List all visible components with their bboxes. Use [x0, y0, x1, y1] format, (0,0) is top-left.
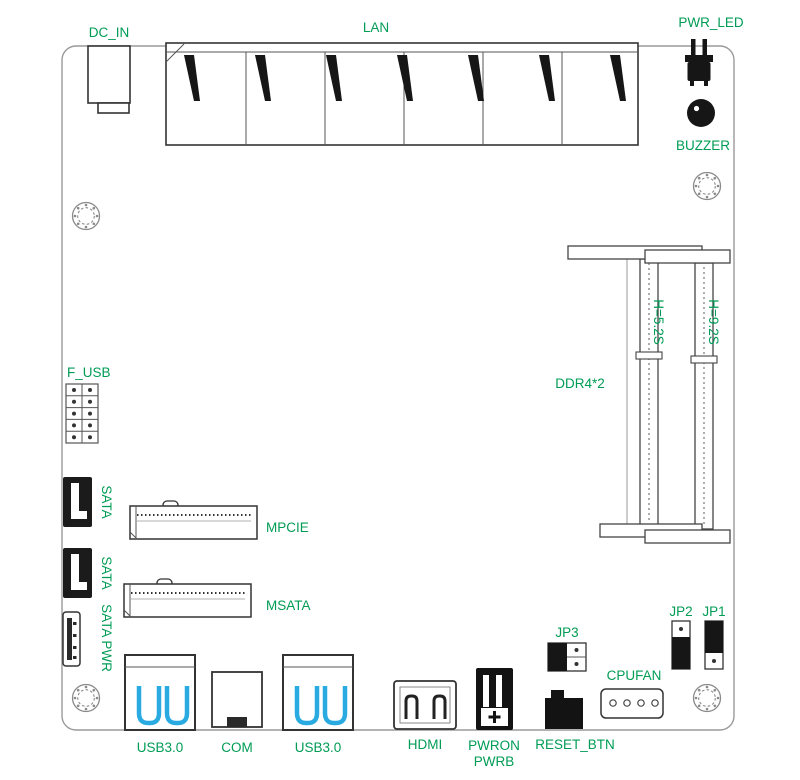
sata-connector-2	[63, 548, 92, 598]
board-outline	[61, 45, 735, 731]
f-usb-label: F_USB	[67, 365, 111, 380]
sata-connector-1	[63, 477, 92, 527]
usb3-tongue	[322, 686, 348, 726]
jp2-jumper	[671, 620, 691, 670]
f-usb-header	[65, 383, 99, 444]
lan-latch-mark	[255, 55, 271, 101]
cpufan-header	[600, 688, 664, 719]
jp1-label: JP1	[702, 604, 725, 619]
mounting-hole	[692, 683, 722, 713]
jp3-label: JP3	[555, 625, 578, 640]
mounting-hole	[692, 171, 722, 201]
lan-label: LAN	[363, 20, 389, 35]
usb3-port-left	[124, 654, 196, 731]
usb3-tongue	[136, 686, 162, 726]
mpcie-label: MPCIE	[266, 520, 309, 535]
sata-pwr-label: SATA PWR	[99, 604, 114, 672]
mounting-hole	[71, 201, 101, 231]
ddr4-slots	[567, 245, 731, 544]
dc-in-label: DC_IN	[89, 25, 130, 40]
lan-latch-mark	[468, 55, 484, 101]
pwron-connector	[476, 668, 513, 730]
reset-button-component	[545, 690, 583, 729]
jp3-jumper	[547, 642, 587, 672]
usb3-label-right: USB3.0	[295, 740, 342, 755]
hdmi-label: HDMI	[408, 737, 443, 752]
com-port	[211, 671, 263, 728]
mpcie-slot	[129, 500, 258, 540]
buzzer-label: BUZZER	[676, 138, 730, 153]
lan-port-block	[165, 42, 639, 146]
lan-latch-mark	[326, 55, 342, 101]
dc-in-connector	[87, 45, 131, 114]
ddr4-label: DDR4*2	[555, 376, 605, 391]
pwrb-label: PWRB	[474, 754, 515, 769]
jp1-jumper	[704, 620, 724, 670]
sata-label-2: SATA	[99, 556, 114, 589]
hdmi-port	[393, 680, 457, 730]
ddr4-height-label-2: H=9.2S	[706, 299, 721, 344]
msata-label: MSATA	[266, 598, 311, 613]
sata-label-1: SATA	[99, 485, 114, 518]
usb3-tongue	[164, 686, 190, 726]
lan-latch-mark	[539, 55, 555, 101]
cpufan-label: CPUFAN	[607, 668, 662, 683]
pwr-led-label: PWR_LED	[678, 15, 744, 30]
jp2-label: JP2	[669, 604, 692, 619]
lan-latch-mark	[184, 55, 200, 101]
mounting-hole	[71, 683, 101, 713]
sata-pwr-connector	[62, 611, 81, 667]
msata-slot	[123, 578, 252, 618]
com-label: COM	[221, 740, 253, 755]
buzzer-component	[687, 99, 715, 127]
usb3-label-left: USB3.0	[137, 740, 184, 755]
usb3-tongue	[294, 686, 320, 726]
usb3-port-right	[282, 654, 354, 731]
ddr4-height-label-1: H=5.2S	[651, 299, 666, 344]
reset-btn-label: RESET_BTN	[535, 737, 615, 752]
lan-latch-mark	[397, 55, 413, 101]
pwr-led-component	[685, 39, 713, 86]
lan-latch-mark	[610, 55, 626, 101]
pwron-label: PWRON	[468, 738, 520, 753]
